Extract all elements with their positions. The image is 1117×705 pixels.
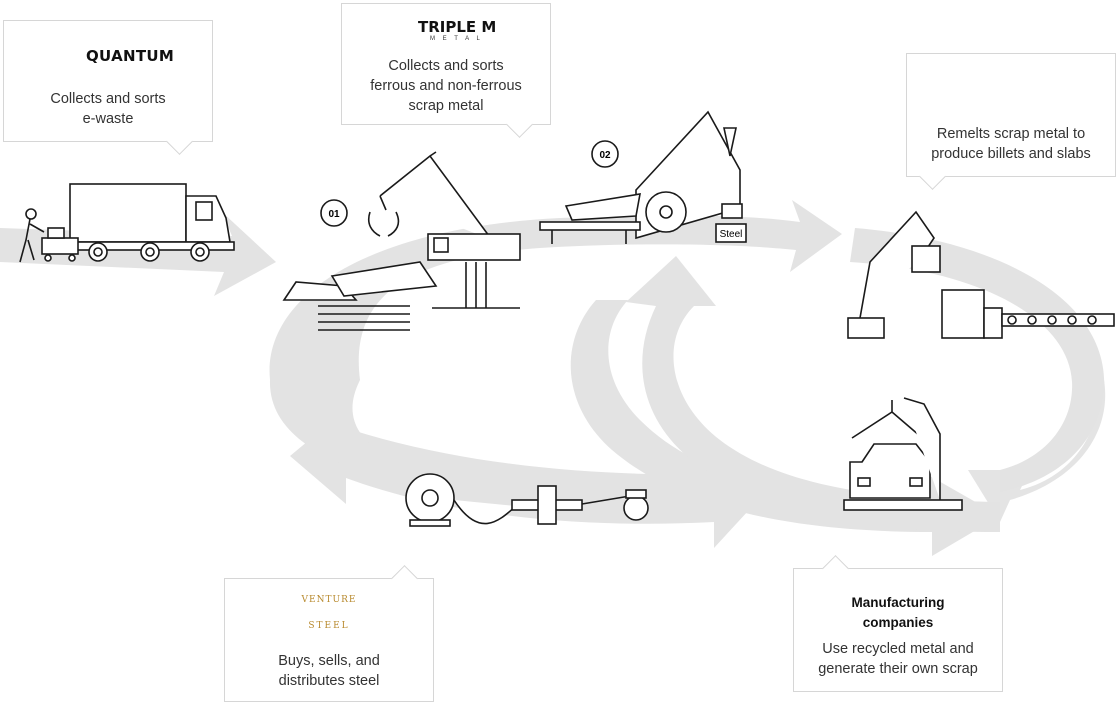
manufacturing-title-line2: companies <box>862 615 934 630</box>
crane-scrap-illustration <box>282 151 521 331</box>
manufacturing-callout: Manufacturing companies Use recycled met… <box>793 555 1003 692</box>
car-assembly-illustration <box>843 397 963 511</box>
triple-m-desc-line3: scrap metal <box>408 98 484 114</box>
bottom-band <box>269 380 420 488</box>
venture-steel-callout: VENTURE STEEL Buys, sells, and distribut… <box>224 565 434 702</box>
manufacturing-desc-line2: generate their own scrap <box>818 661 978 677</box>
triple-m-brand: TRIPLE M <box>418 18 497 36</box>
matalco-callout: MATALCO Remelts scrap metal to produce b… <box>906 53 1116 190</box>
venture-brand-line1: VENTURE <box>301 595 357 605</box>
steel-machine-label: Steel <box>720 229 743 240</box>
triple-m-callout: TRIPLE M M E T A L Collects and sorts fe… <box>341 3 551 138</box>
step-01-label: 01 <box>328 209 340 220</box>
matalco-brand: MATALCO <box>996 90 1026 96</box>
manufacturing-title-line1: Manufacturing <box>851 595 945 610</box>
upper-loop-arrow <box>269 200 842 380</box>
person-cart-illustration <box>19 208 79 263</box>
matalco-desc-line2: produce billets and slabs <box>931 146 1091 162</box>
shredder-illustration <box>539 110 747 244</box>
venture-desc-line1: Buys, sells, and <box>278 653 380 669</box>
triple-m-desc-line2: ferrous and non-ferrous <box>370 78 522 94</box>
right-band <box>850 228 1105 492</box>
wire-machine-illustration <box>405 473 649 527</box>
matalco-desc-line1: Remelts scrap metal to <box>936 126 1086 142</box>
venture-brand-line2: STEEL <box>308 621 350 631</box>
quantum-brand: QUANTUM <box>86 47 175 65</box>
triple-m-brand-sub: M E T A L <box>430 36 483 42</box>
robotic-arm-illustration <box>847 210 1115 339</box>
quantum-desc-line1: Collects and sorts <box>50 91 166 107</box>
quantum-callout: QUANTUM Collects and sorts e-waste <box>3 20 213 155</box>
intake-arrow <box>0 212 276 296</box>
venture-desc-line2: distributes steel <box>278 673 380 689</box>
step-02-label: 02 <box>599 150 611 161</box>
quantum-desc-line2: e-waste <box>82 111 134 127</box>
triple-m-desc-line1: Collects and sorts <box>388 58 504 74</box>
truck-illustration <box>65 183 235 262</box>
manufacturing-desc-line1: Use recycled metal and <box>822 641 974 657</box>
